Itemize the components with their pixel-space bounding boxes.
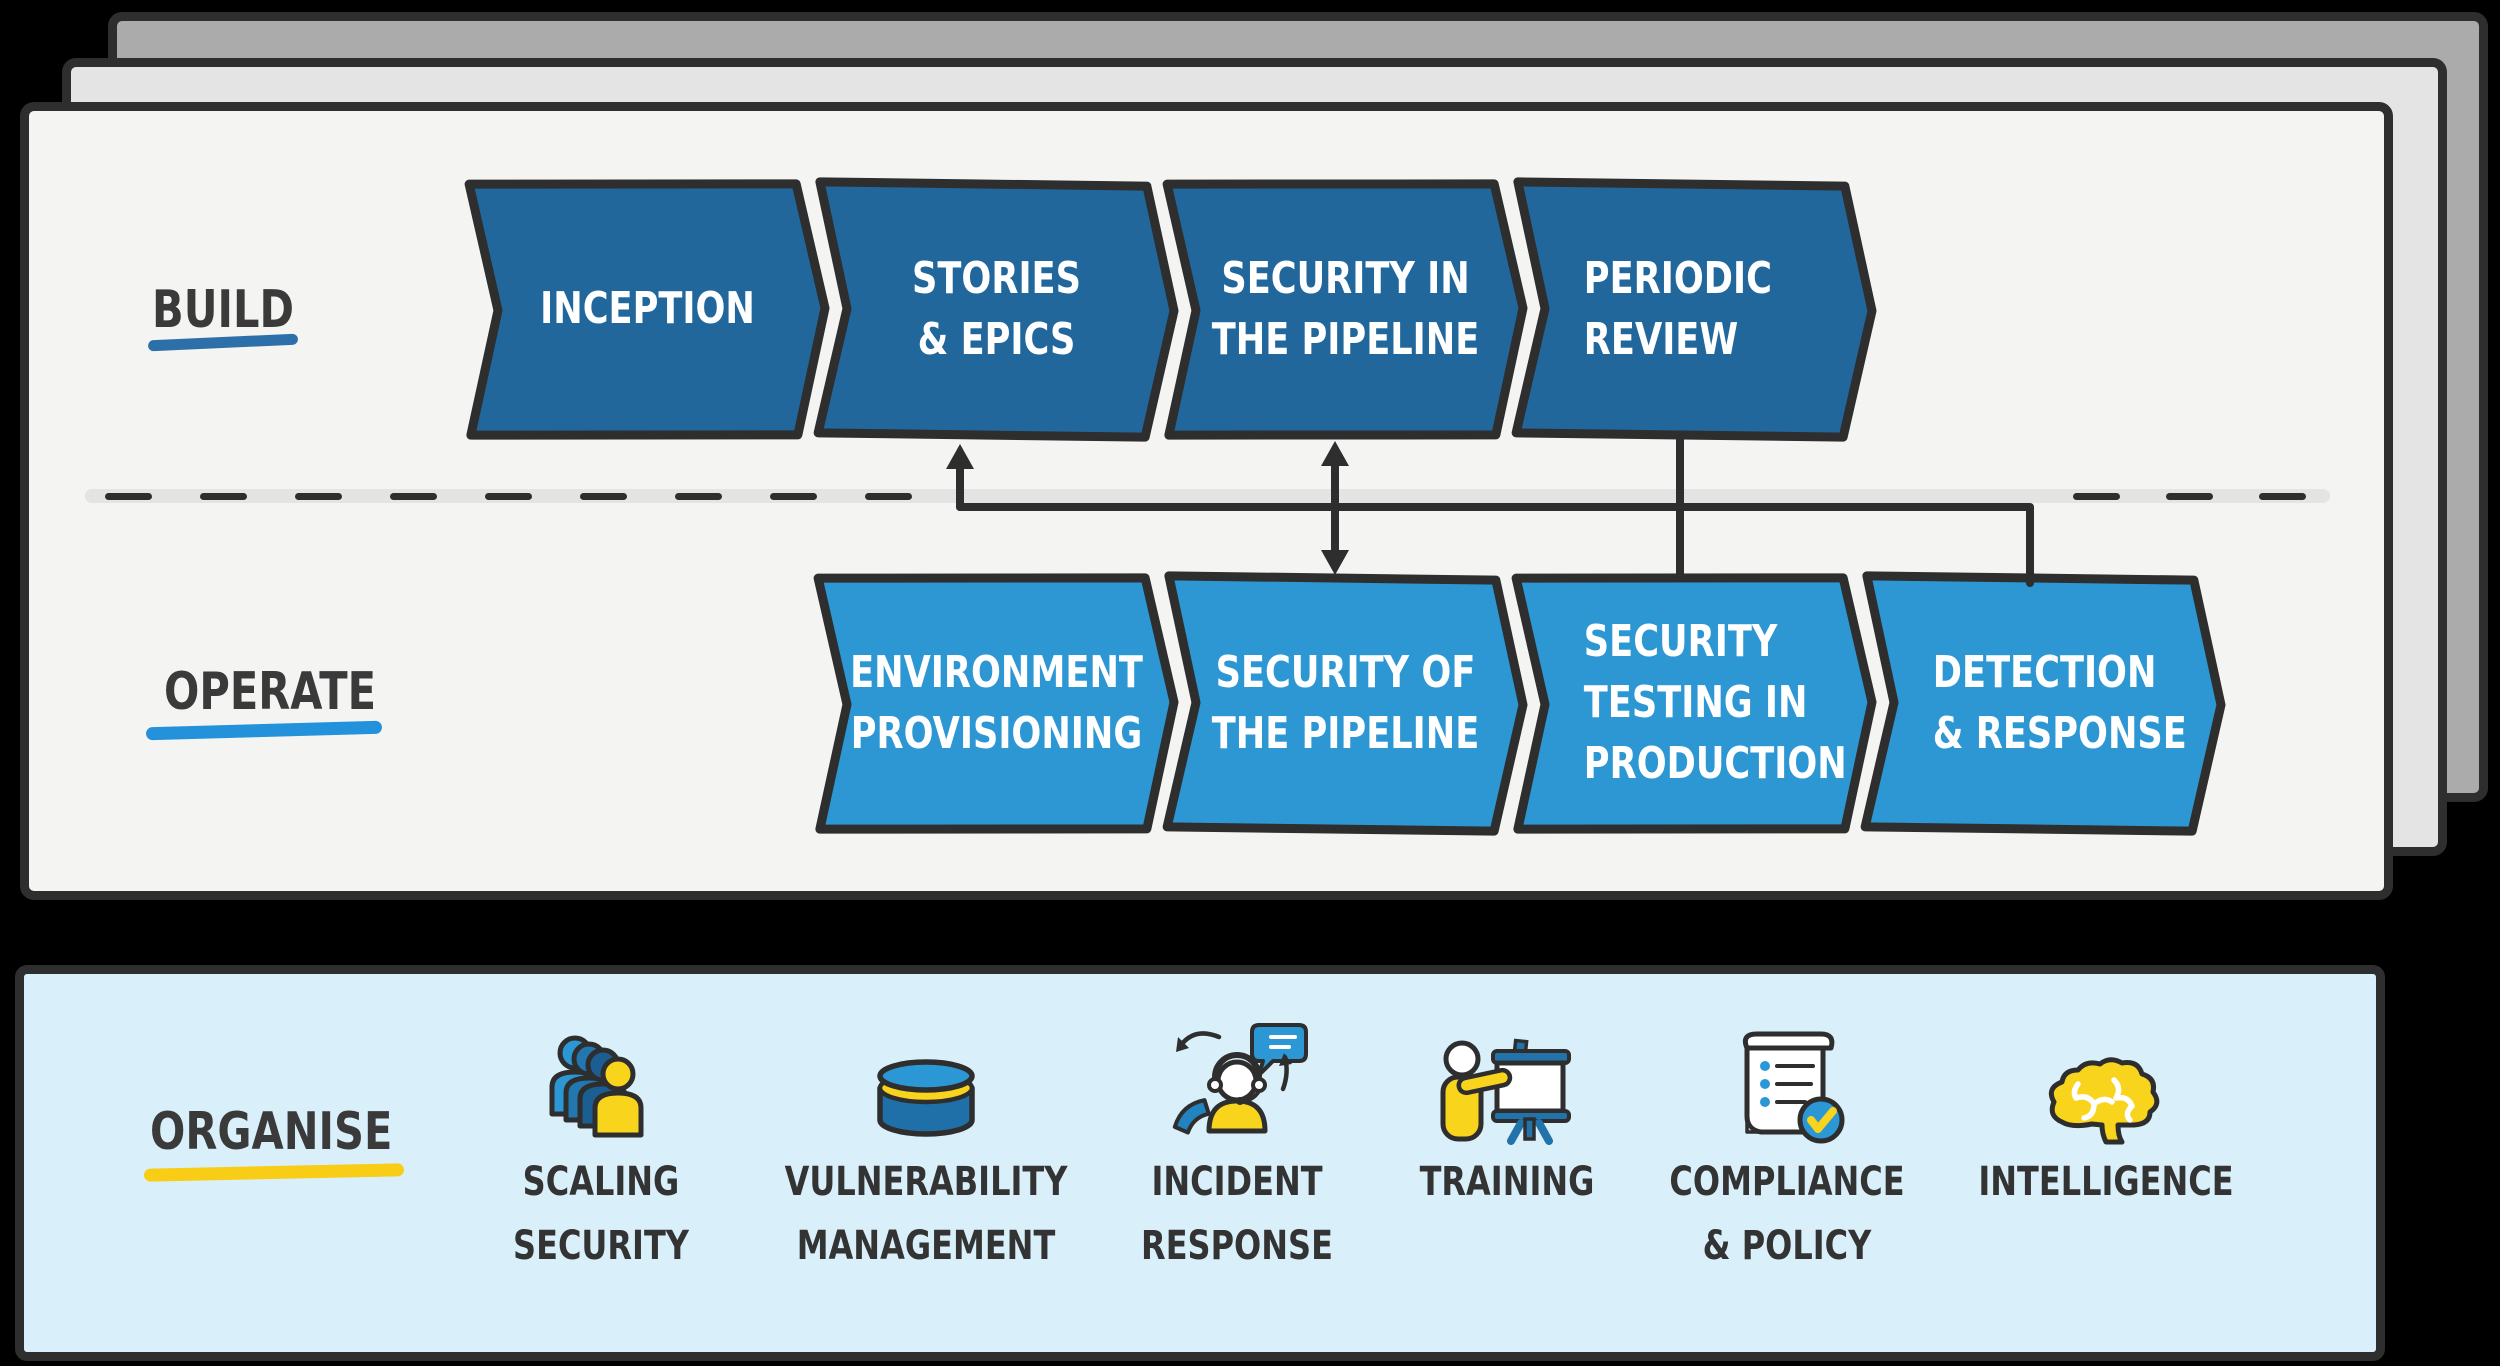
scroll-check-icon bbox=[1742, 1031, 1845, 1144]
operate-chevron-label: ENVIRONMENT PROVISIONING bbox=[850, 646, 1143, 759]
organise-item-label: COMPLIANCE & POLICY bbox=[1669, 1159, 1905, 1269]
presenter-icon bbox=[1440, 1038, 1571, 1145]
operate-chevron-label: DETECTION & RESPONSE bbox=[1932, 646, 2187, 759]
divider-dash bbox=[295, 493, 342, 500]
process-chevron bbox=[1511, 177, 1877, 442]
divider-dash bbox=[2166, 493, 2213, 500]
operate-section-label: OPERATE bbox=[164, 662, 377, 722]
process-chevron bbox=[464, 179, 830, 440]
divider-dash bbox=[200, 493, 247, 500]
divider-dash bbox=[865, 493, 912, 500]
headset-person-icon bbox=[1172, 1023, 1308, 1135]
divider-dash bbox=[580, 493, 627, 500]
arrowhead-down bbox=[1321, 550, 1349, 575]
process-chevron bbox=[1162, 179, 1528, 440]
organise-item-label: VULNERABILITY MANAGEMENT bbox=[784, 1159, 1068, 1269]
process-chevron bbox=[1162, 571, 1528, 836]
process-chevron bbox=[1860, 571, 2226, 836]
build-chevron-label: SECURITY IN THE PIPELINE bbox=[1211, 252, 1480, 365]
divider-dash bbox=[2259, 493, 2306, 500]
divider-dash bbox=[770, 493, 817, 500]
build-chevron-label: STORIES & EPICS bbox=[912, 252, 1081, 365]
divider-dash bbox=[2073, 493, 2120, 500]
divider-dash bbox=[675, 493, 722, 500]
divider-band bbox=[85, 489, 2330, 503]
process-chevron bbox=[813, 573, 1179, 834]
operate-chevron-label: SECURITY TESTING IN PRODUCTION bbox=[1583, 616, 1847, 789]
connector-line bbox=[956, 503, 2034, 587]
organise-item-label: TRAINING bbox=[1419, 1159, 1595, 1205]
brain-icon bbox=[2048, 1057, 2160, 1145]
divider-dash bbox=[485, 493, 532, 500]
build-chevron-label: PERIODIC REVIEW bbox=[1583, 252, 1772, 365]
build-section-label: BUILD bbox=[152, 280, 295, 340]
organise-panel bbox=[15, 965, 2385, 1361]
arrowhead-up bbox=[1321, 441, 1349, 466]
divider-dash bbox=[390, 493, 437, 500]
process-chevron bbox=[813, 177, 1179, 442]
arrowhead-up bbox=[946, 444, 974, 469]
operate-chevron-label: SECURITY OF THE PIPELINE bbox=[1211, 646, 1480, 759]
organise-section-label: ORGANISE bbox=[150, 1102, 393, 1162]
database-icon bbox=[877, 1059, 975, 1137]
organise-item-label: SCALING SECURITY bbox=[513, 1159, 689, 1269]
organise-item-label: INTELLIGENCE bbox=[1978, 1159, 2234, 1205]
people-icon bbox=[549, 1035, 644, 1138]
organise-item-label: INCIDENT RESPONSE bbox=[1141, 1159, 1333, 1269]
divider-dash bbox=[105, 493, 152, 500]
process-chevron bbox=[1511, 573, 1877, 834]
build-chevron-label: INCEPTION bbox=[540, 283, 755, 335]
